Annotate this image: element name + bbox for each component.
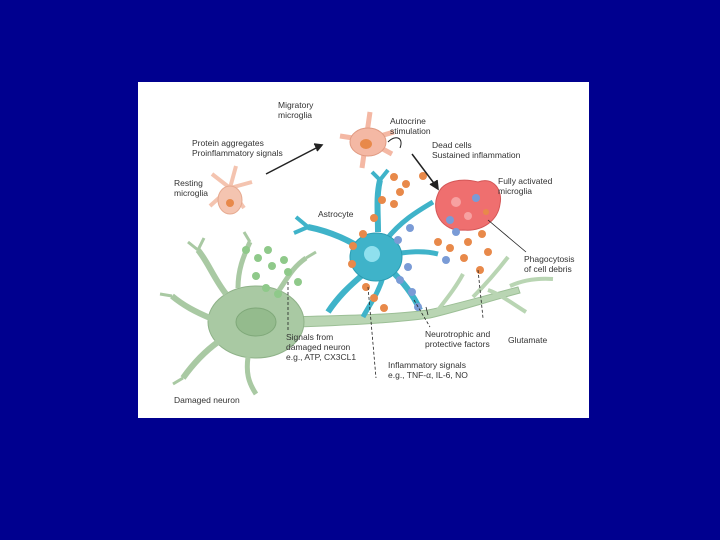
label-damaged-neuron: Damaged neuron <box>174 395 240 405</box>
label-astrocyte: Astrocyte <box>318 209 353 219</box>
diagram-drawing <box>138 82 589 418</box>
astrocyte <box>294 170 438 317</box>
resting-microglia <box>210 166 252 214</box>
migratory-microglia <box>340 112 394 168</box>
label-glutamate: Glutamate <box>508 335 547 345</box>
